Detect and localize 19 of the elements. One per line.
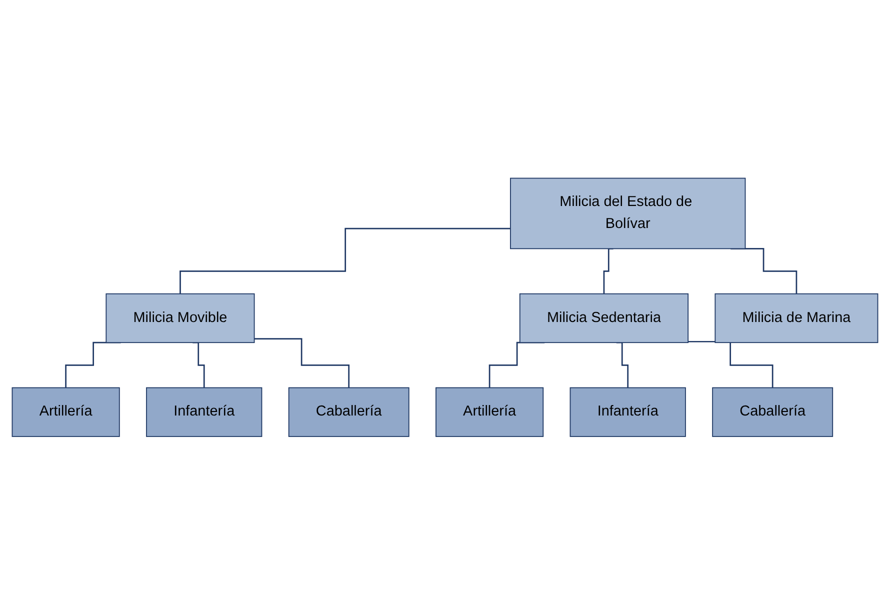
node-box <box>146 386 262 437</box>
node-box <box>12 386 120 437</box>
node-box <box>714 293 878 343</box>
connector <box>603 248 614 294</box>
node-box <box>436 386 544 437</box>
node-box <box>106 293 255 343</box>
connector <box>192 342 205 388</box>
node-box <box>570 386 686 437</box>
connector <box>616 342 629 388</box>
node-box <box>519 293 689 343</box>
node-box <box>712 386 834 437</box>
connector <box>730 248 798 294</box>
node-box <box>288 386 410 437</box>
connector <box>65 342 121 388</box>
connector <box>180 228 510 294</box>
connector <box>488 342 545 388</box>
node-box <box>510 177 746 249</box>
org-chart: Milicia del Estado de Bolívar Milicia Movible Milicia Sedentaria Milicia de Marina Artillería Infantería Caballería Artillería Infantería Caballería <box>5 170 885 444</box>
connector <box>254 338 350 388</box>
